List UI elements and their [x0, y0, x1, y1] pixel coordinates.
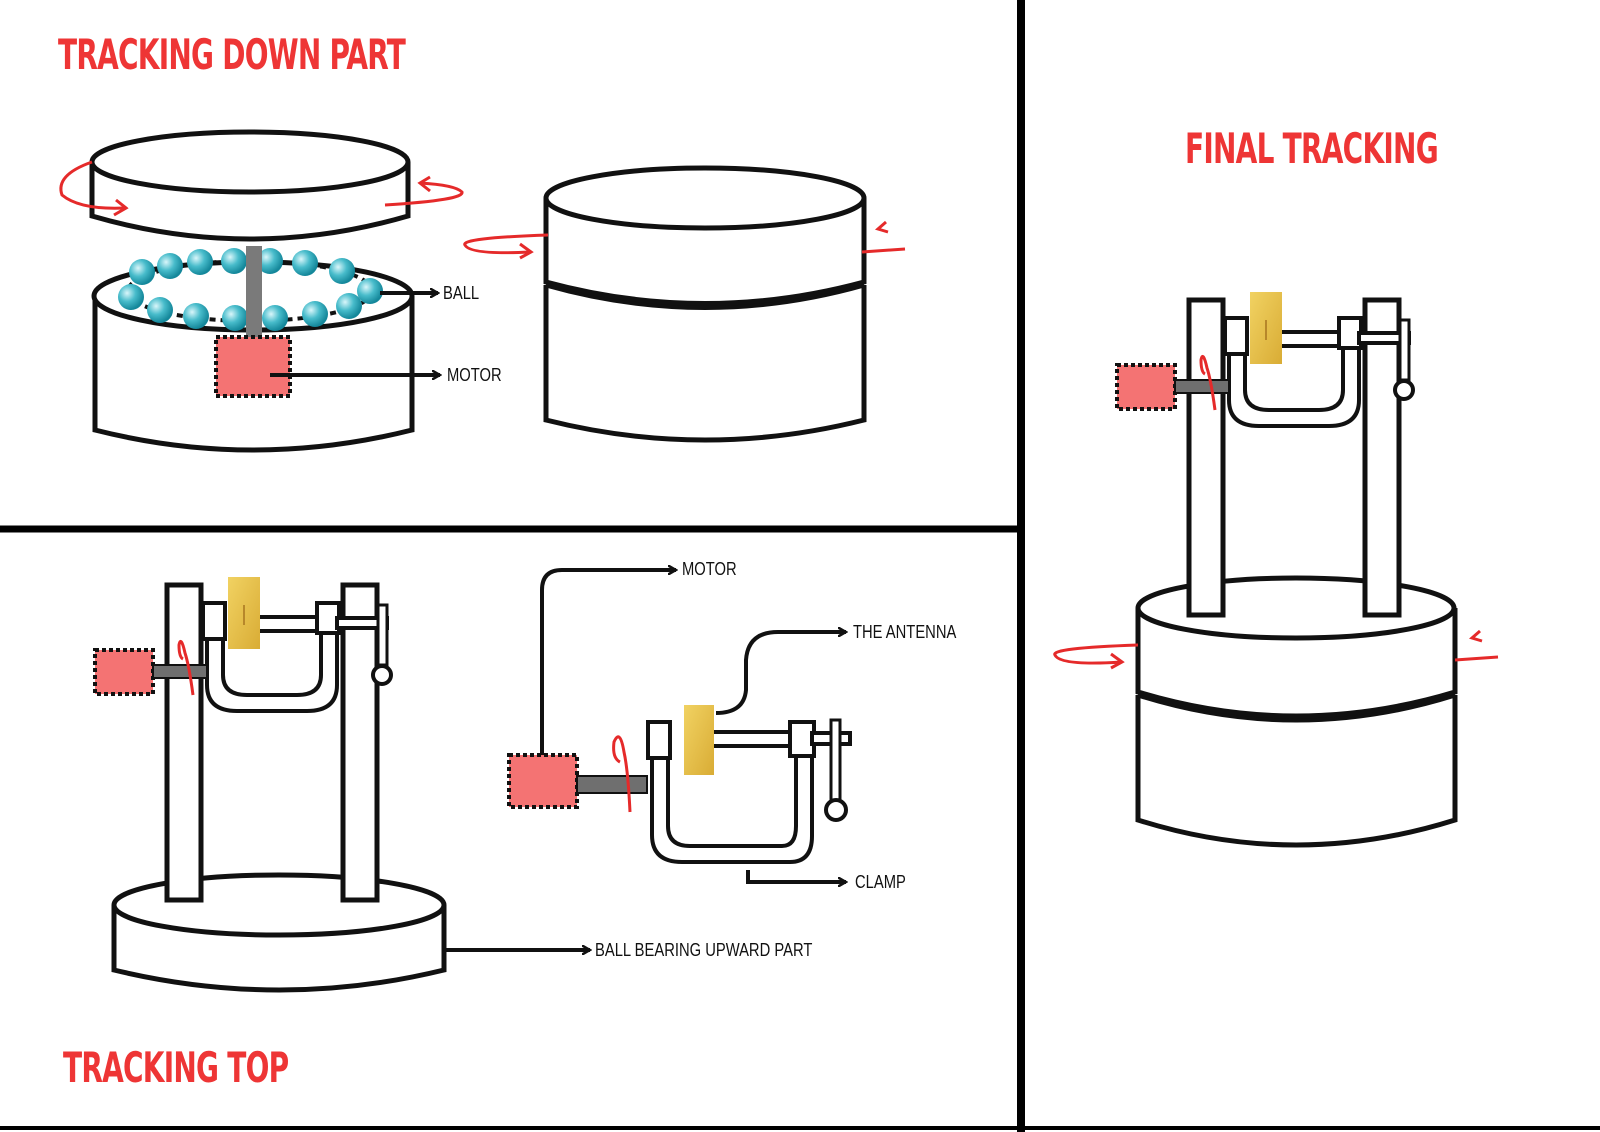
- bearing-ball: [129, 259, 155, 285]
- clamp-label: CLAMP: [855, 872, 906, 892]
- ball-bearing-ring: [118, 248, 383, 331]
- bearing-ball: [157, 253, 183, 279]
- final-clamp-assembly: [1117, 292, 1413, 615]
- bearing-ball: [302, 301, 328, 327]
- motor-label-top: MOTOR: [682, 559, 737, 579]
- bearing-ball: [257, 248, 283, 274]
- rotation-arrow: [1053, 629, 1499, 670]
- rotation-arrow: [463, 220, 906, 260]
- bearing-ball: [292, 250, 318, 276]
- ball-bearing-upward-part: [111, 872, 447, 993]
- bearing-ball: [336, 293, 362, 319]
- motor-box: [507, 753, 579, 809]
- antenna-label: THE ANTENNA: [853, 622, 957, 642]
- leader-arrows: [270, 293, 440, 375]
- clamp-assembly: [95, 577, 391, 900]
- final-bearing: [1135, 575, 1458, 848]
- final-tracking-title: FINAL TRACKING: [1185, 124, 1439, 173]
- motor-shaft: [246, 246, 262, 340]
- bearing-ball: [147, 297, 173, 323]
- ball-bearing-label: BALL BEARING UPWARD PART: [595, 940, 813, 960]
- clamp-detail: [507, 705, 852, 864]
- assembled-bearing: [543, 165, 867, 443]
- motor-shaft: [576, 775, 648, 794]
- bearing-ball: [222, 305, 248, 331]
- bearing-ball: [118, 284, 144, 310]
- leader-arrows: [446, 570, 846, 950]
- bearing-ball: [357, 278, 383, 304]
- bearing-ball: [329, 258, 355, 284]
- tracking-down-title: TRACKING DOWN PART: [58, 30, 406, 79]
- tracking-top-title: TRACKING TOP: [63, 1043, 289, 1092]
- ball-label: BALL: [443, 283, 480, 303]
- antenna-block: [684, 705, 714, 775]
- motor-box: [214, 335, 292, 398]
- motor-label-down: MOTOR: [447, 365, 502, 385]
- bearing-ball: [183, 303, 209, 329]
- bearing-ball: [187, 249, 213, 275]
- bearing-ball: [221, 248, 247, 274]
- bearing-ball: [262, 305, 288, 331]
- rotation-arrow: [59, 160, 464, 217]
- bearing-upper-disk: [89, 129, 411, 242]
